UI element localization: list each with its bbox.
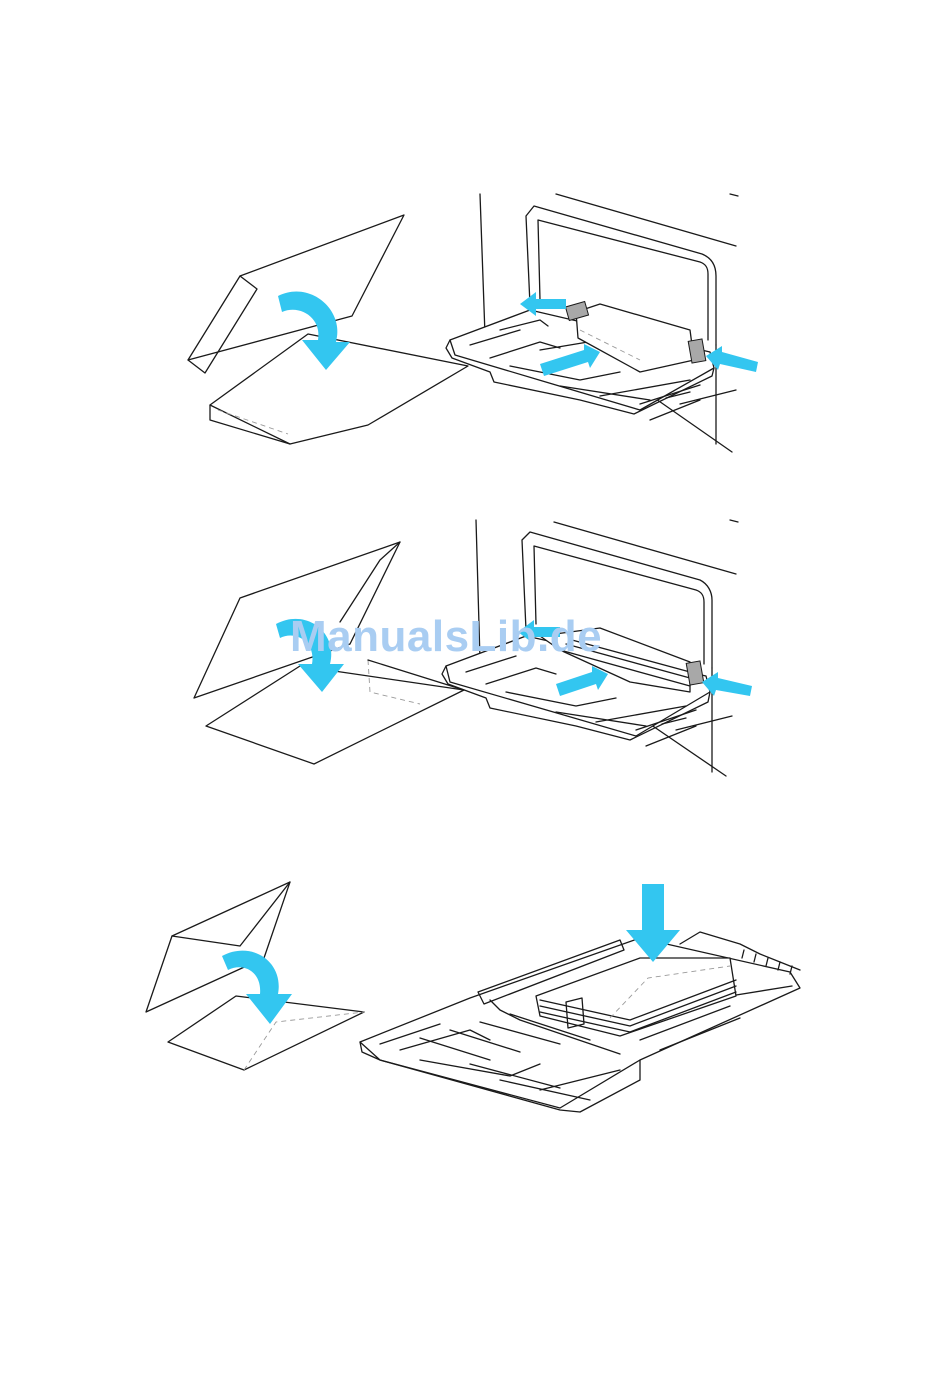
envelope-flap-fold-icon [194,542,464,764]
figure-3-svg [0,870,950,1130]
envelope-flap-fold-icon [146,882,364,1070]
figure-1-svg [0,180,950,470]
figure-2-svg [0,510,950,800]
paper-tray-load-icon [360,884,800,1112]
illustration-envelope-paper-tray [0,870,950,1130]
illustration-envelope-bypass-tray-2 [0,510,950,800]
bypass-tray-load-icon [442,520,752,776]
bypass-tray-load-icon [446,194,758,452]
envelope-flap-fold-icon [188,215,468,444]
illustration-envelope-bypass-tray-1 [0,180,950,470]
